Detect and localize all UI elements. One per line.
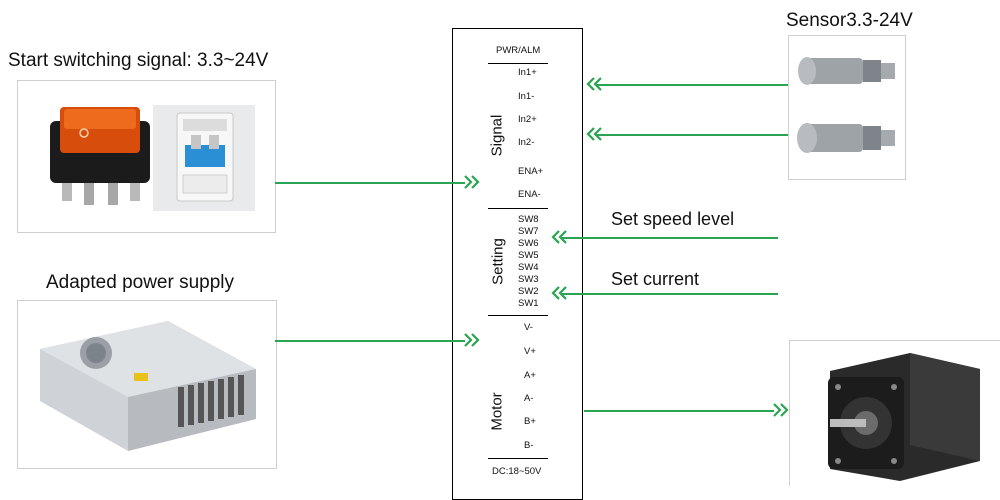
terminal-in1-plus: In1+ xyxy=(518,67,537,78)
terminal-v-minus: V- xyxy=(524,322,533,333)
dip-switch-sw7: SW7 xyxy=(518,226,539,237)
terminal-ena-minus: ENA- xyxy=(518,189,541,200)
driver-box xyxy=(452,28,583,500)
terminal-ena-plus: ENA+ xyxy=(518,166,544,177)
double-chevron-arrow-icon xyxy=(551,286,567,300)
sensor-title: Sensor3.3-24V xyxy=(786,10,913,31)
separator xyxy=(488,63,548,64)
terminal-b-plus: B+ xyxy=(524,416,536,427)
rocker-switch-icon xyxy=(50,107,150,205)
set-speed-label: Set speed level xyxy=(611,209,735,229)
dip-switch-sw5: SW5 xyxy=(518,250,539,261)
double-chevron-arrow-icon xyxy=(586,77,602,91)
switch-signal-title: Start switching signal: 3.3~24V xyxy=(8,50,269,71)
motor-photo xyxy=(789,340,1000,486)
double-chevron-arrow-icon xyxy=(464,175,480,189)
group-setting: Setting xyxy=(489,238,507,285)
power-supply-title: Adapted power supply xyxy=(46,272,235,293)
double-chevron-arrow-icon xyxy=(586,127,602,141)
double-chevron-arrow-icon xyxy=(464,333,480,347)
power-supply-photo xyxy=(17,300,277,469)
wire-speed-to-sw7 xyxy=(562,237,778,239)
wire-current-to-sw2 xyxy=(562,293,778,295)
dip-switch-sw4: SW4 xyxy=(518,262,539,273)
terminal-in1-minus: In1- xyxy=(518,91,535,102)
terminal-b-minus: B- xyxy=(524,440,534,451)
sensor-photo xyxy=(788,35,906,180)
dip-switch-sw8: SW8 xyxy=(518,214,539,225)
stepper-motor-icon xyxy=(828,353,980,481)
driver-header: PWR/ALM xyxy=(496,45,541,56)
dip-switch-sw3: SW3 xyxy=(518,274,539,285)
group-signal: Signal xyxy=(488,114,506,157)
dip-switch-sw2: SW2 xyxy=(518,286,539,297)
wire-sensor1-to-in1 xyxy=(596,84,788,86)
set-current-label: Set current xyxy=(611,269,700,289)
double-chevron-arrow-icon xyxy=(551,230,567,244)
separator xyxy=(488,315,548,316)
terminal-v-plus: V+ xyxy=(524,346,536,357)
separator xyxy=(488,458,548,459)
wire-driver-to-motor xyxy=(584,410,774,412)
double-chevron-arrow-icon xyxy=(773,403,789,417)
power-supply-icon xyxy=(40,321,256,451)
terminal-a-minus: A- xyxy=(524,393,534,404)
switch-photo xyxy=(17,80,276,233)
terminal-in2-plus: In2+ xyxy=(518,114,537,125)
terminal-in2-minus: In2- xyxy=(518,137,535,148)
circuit-breaker-icon xyxy=(153,105,255,211)
wire-power-to-v xyxy=(275,340,465,342)
driver-footer: DC:18~50V xyxy=(492,466,542,477)
dip-switch-sw6: SW6 xyxy=(518,238,539,249)
dip-switch-sw1: SW1 xyxy=(518,298,539,309)
proximity-sensor-icon xyxy=(797,57,895,153)
group-motor: Motor xyxy=(488,392,506,431)
separator xyxy=(488,208,548,209)
wire-sensor2-to-in2 xyxy=(596,134,788,136)
terminal-a-plus: A+ xyxy=(524,370,536,381)
wire-switch-to-ena xyxy=(275,182,465,184)
